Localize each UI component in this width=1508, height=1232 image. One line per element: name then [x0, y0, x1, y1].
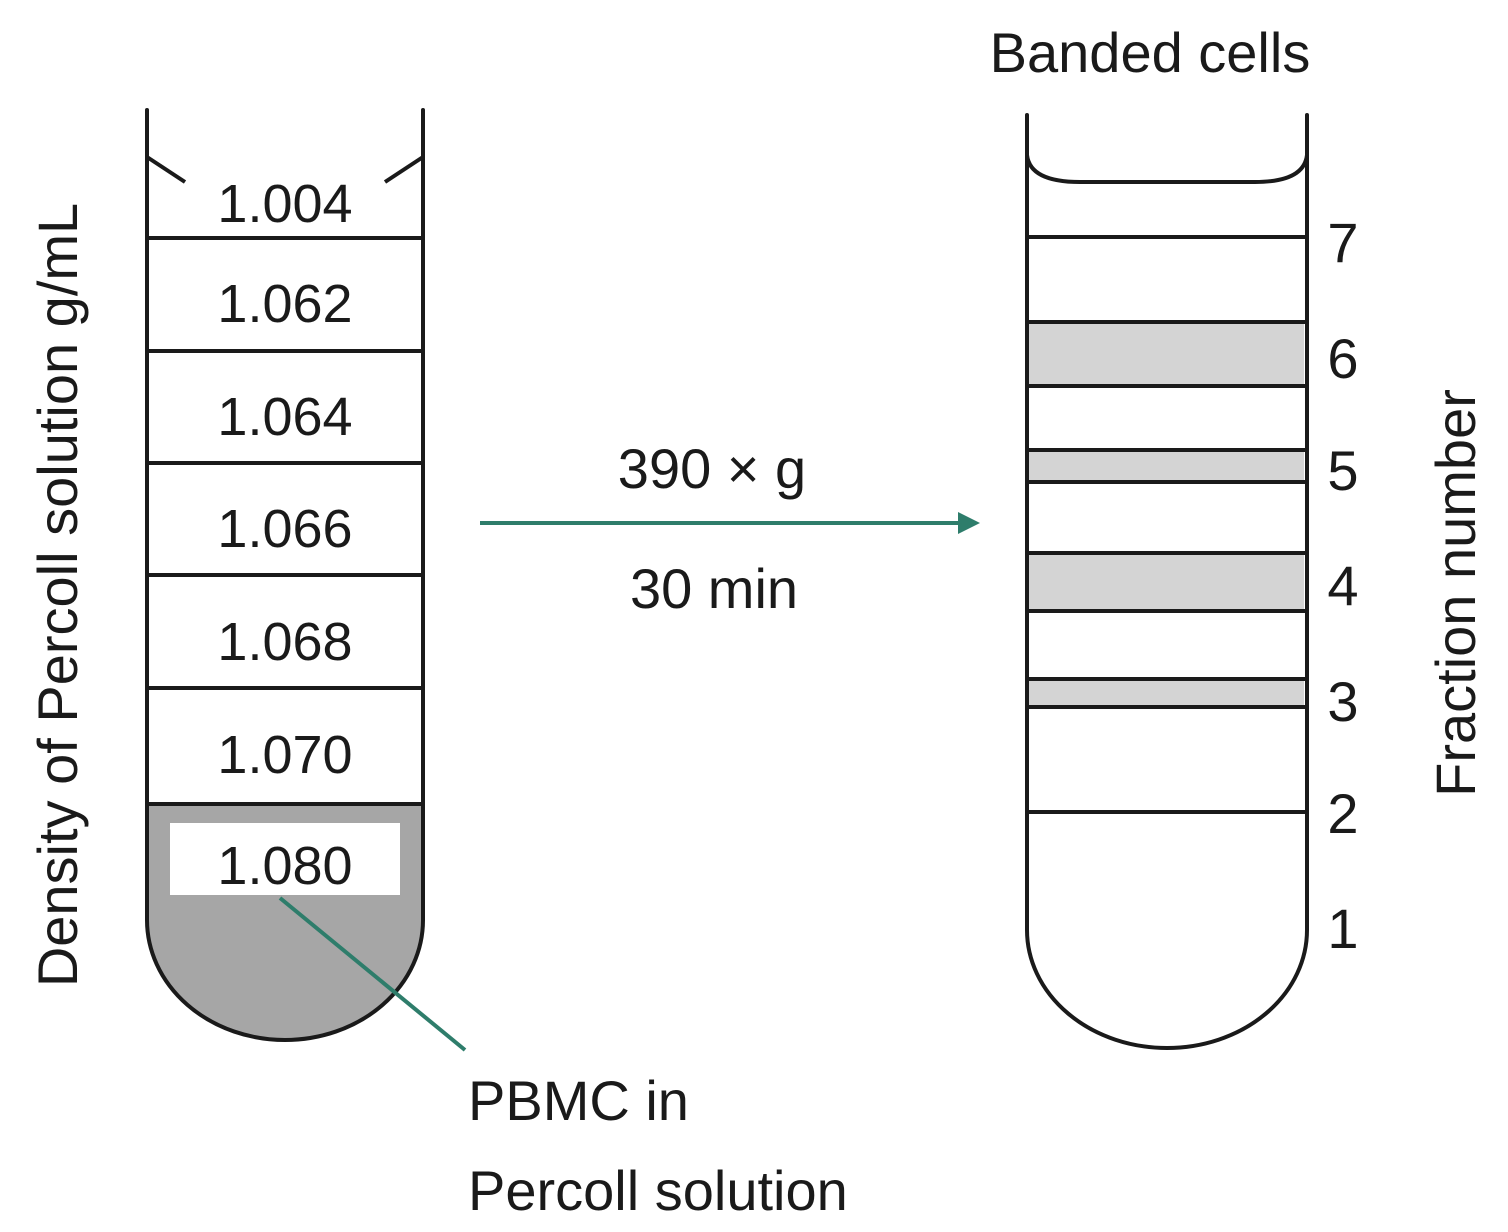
fraction-number: 5 — [1327, 439, 1358, 502]
sample-label-box — [170, 823, 400, 895]
left-axis-label: Density of Percoll solution g/mL — [26, 203, 89, 987]
right-meniscus — [1025, 153, 1309, 184]
fraction-number: 1 — [1327, 897, 1358, 960]
cell-band — [1028, 555, 1304, 610]
right-tube-outline — [1025, 113, 1309, 1050]
process-arrow-head — [958, 512, 980, 534]
left-meniscus-right — [383, 155, 425, 184]
sample-leader-line — [278, 896, 467, 1052]
density-label: 1.064 — [217, 387, 352, 447]
right-tube-title: Banded cells — [990, 21, 1311, 84]
cell-band — [1028, 680, 1304, 706]
density-label: 1.004 — [217, 174, 352, 234]
right-axis-label: Fraction number — [1424, 389, 1487, 797]
sample-note-line2: Percoll solution — [468, 1159, 848, 1222]
cell-band — [1028, 323, 1304, 385]
centrifuge-time: 30 min — [630, 557, 798, 620]
fraction-number: 4 — [1327, 554, 1358, 617]
left-meniscus-left — [145, 155, 187, 184]
sample-callout: PBMC in Percoll solution — [278, 896, 848, 1222]
cell-band — [1028, 451, 1304, 481]
density-label: 1.062 — [217, 274, 352, 334]
density-label: 1.068 — [217, 612, 352, 672]
right-tube-group: Banded cells 7 6 5 4 3 2 1 Fraction numb… — [990, 21, 1487, 1050]
fraction-number: 6 — [1327, 327, 1358, 390]
density-label: 1.070 — [217, 725, 352, 785]
centrifugation-step: 390 × g 30 min — [480, 437, 980, 620]
fraction-number: 3 — [1327, 670, 1358, 733]
fraction-number: 2 — [1327, 782, 1358, 845]
fraction-number: 7 — [1327, 211, 1358, 274]
density-label: 1.066 — [217, 499, 352, 559]
density-label: 1.080 — [217, 836, 352, 896]
sample-note-line1: PBMC in — [468, 1069, 689, 1132]
left-tube-group: 1.004 1.062 1.064 1.066 1.068 1.070 1.08… — [26, 108, 425, 1042]
left-tube-outline — [145, 108, 425, 1042]
centrifuge-force: 390 × g — [618, 437, 806, 500]
